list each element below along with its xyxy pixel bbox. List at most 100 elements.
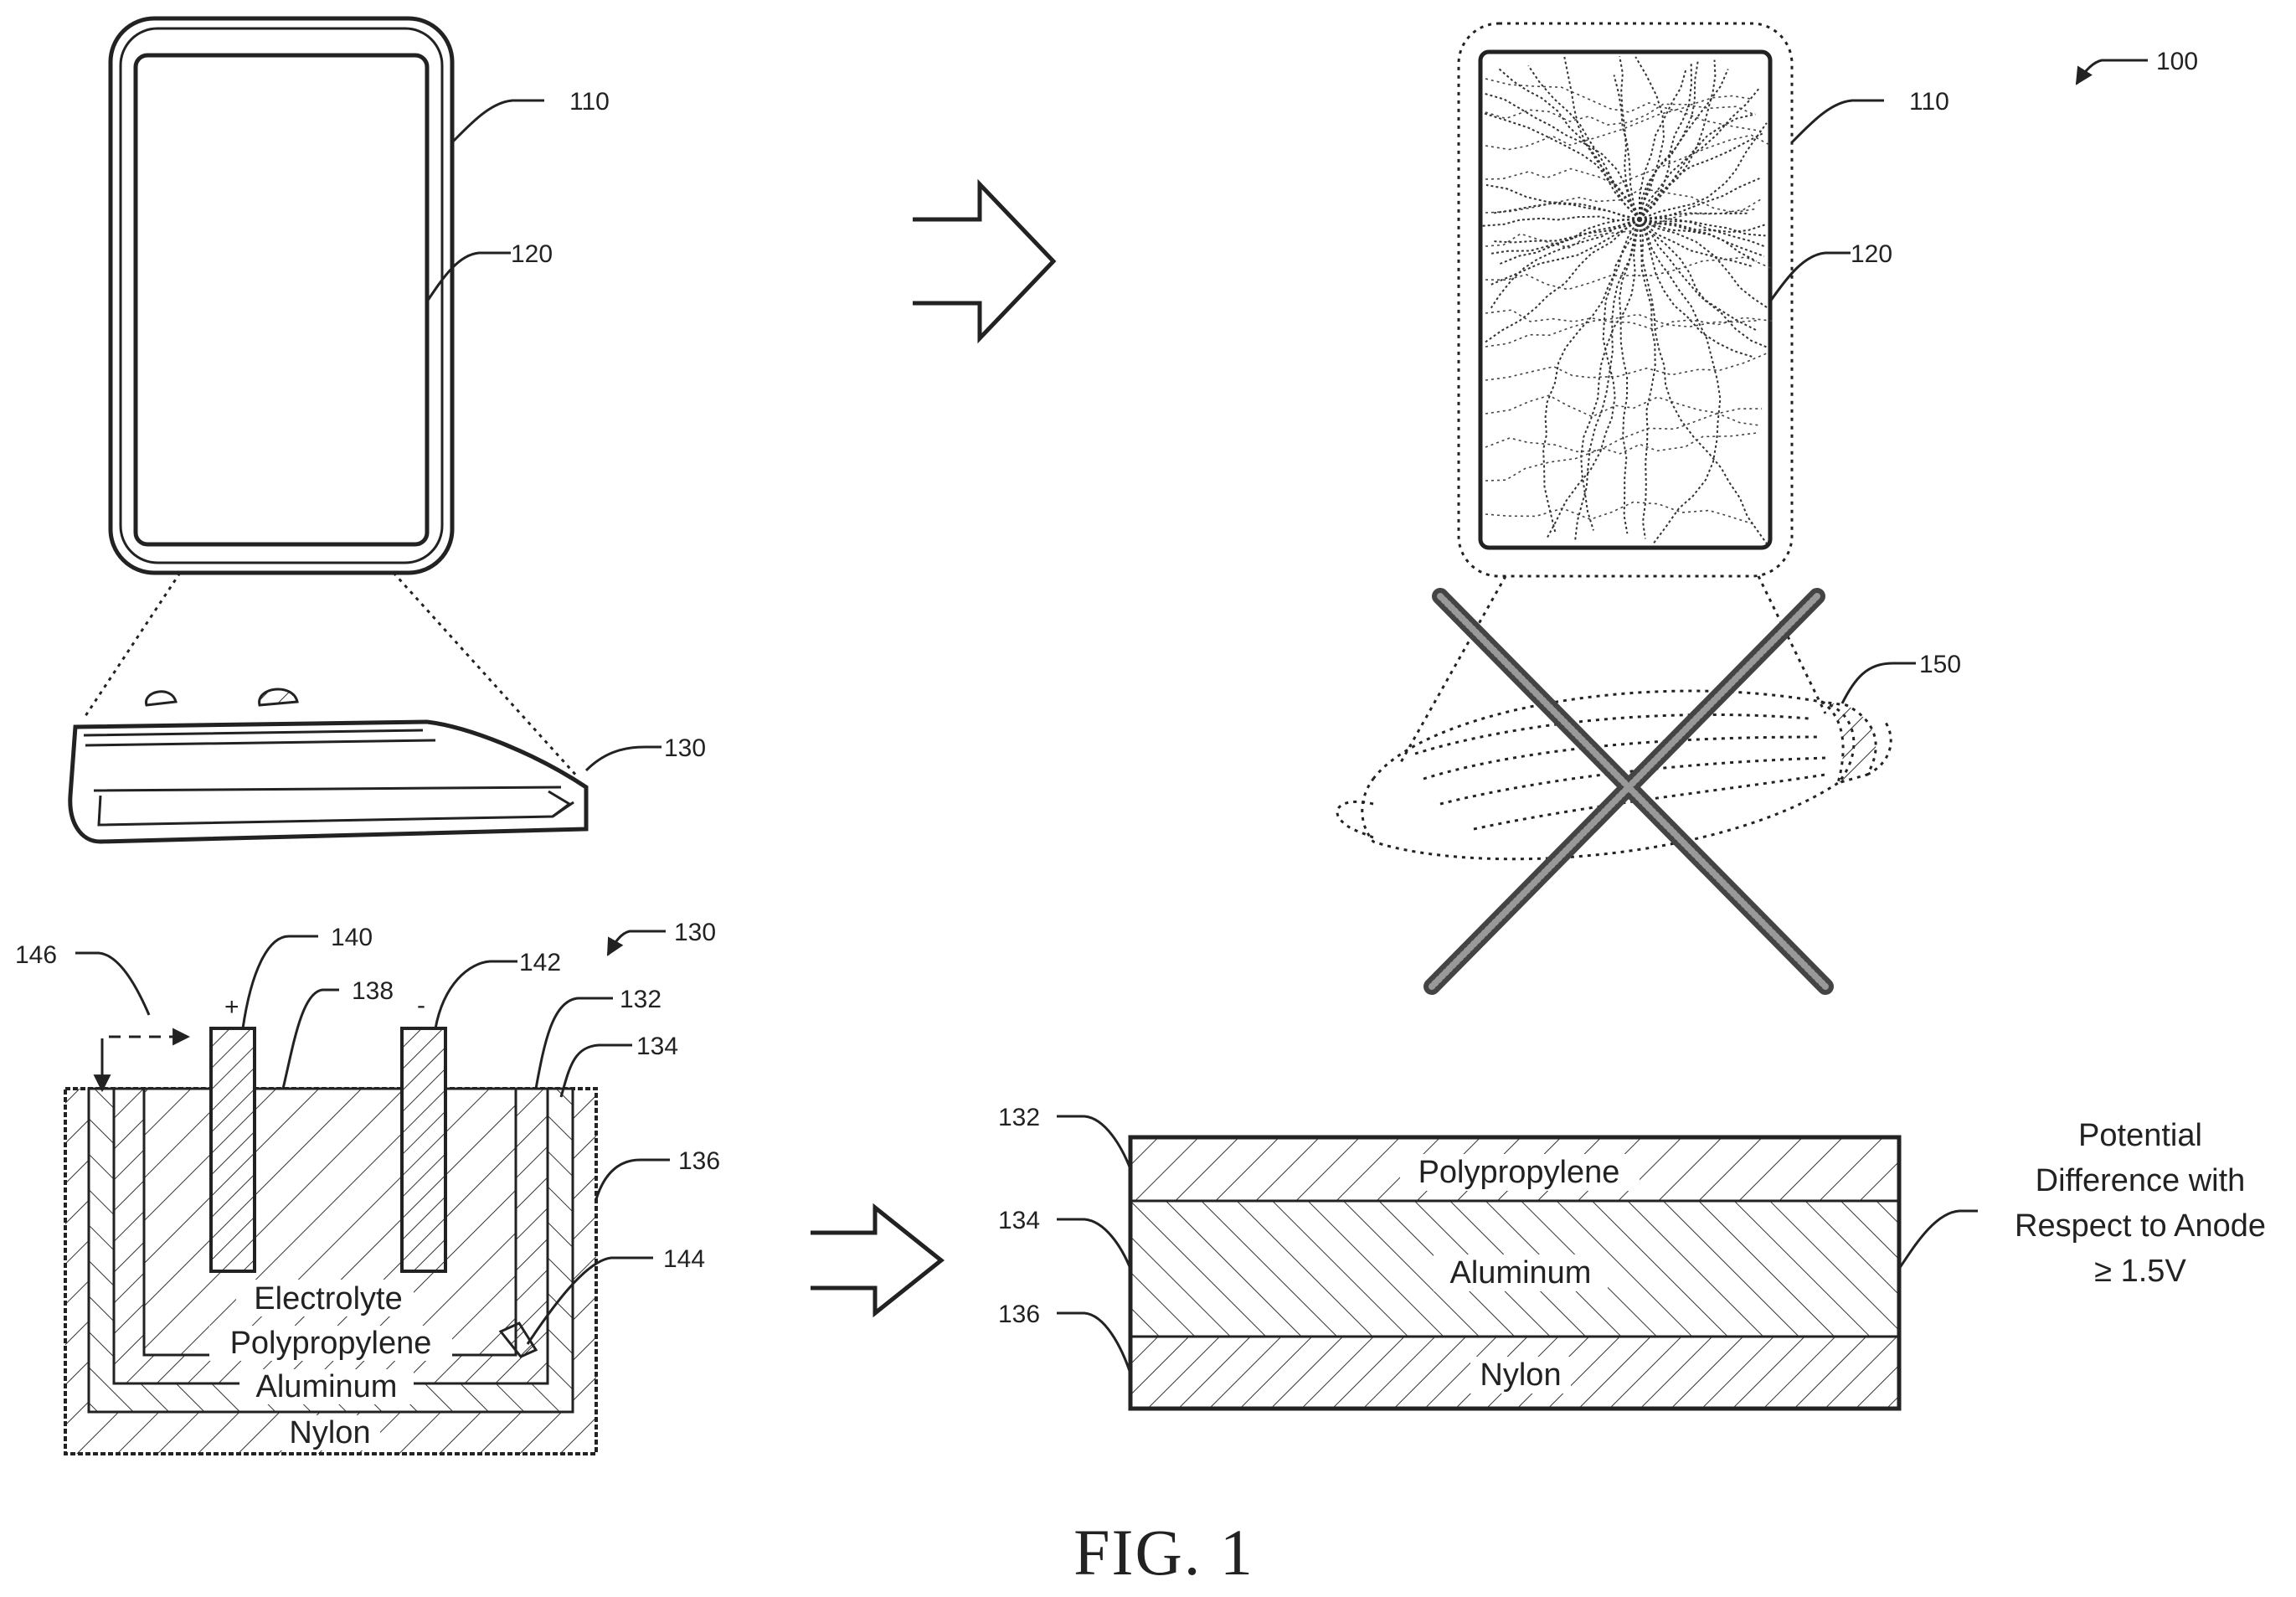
- transition-arrow-bottom: [811, 1208, 941, 1313]
- ref-138: 138: [352, 977, 394, 1005]
- crack-line: [1491, 219, 1640, 254]
- potential-note-line-4: ≥ 1.5V: [2094, 1254, 2186, 1289]
- swollen-battery-end-tab: [1821, 702, 1876, 783]
- crack-line: [1640, 219, 1768, 348]
- crack-line: [1485, 502, 1754, 525]
- potential-note-line-3: Respect to Anode: [2015, 1208, 2266, 1244]
- crack-line: [1619, 219, 1640, 533]
- crack-line: [1547, 219, 1640, 538]
- crack-line: [1640, 63, 1691, 219]
- crack-line: [1640, 134, 1763, 220]
- ref-130-pouch: 130: [664, 734, 706, 762]
- ref-100: 100: [2156, 48, 2198, 75]
- leader-120-right: [1770, 253, 1851, 301]
- ref-150: 150: [1919, 651, 1961, 678]
- crack-line: [1492, 219, 1640, 243]
- swollen-battery-left-tip: [1337, 801, 1373, 837]
- ref-134-stack: 134: [998, 1207, 1040, 1234]
- leader-132-cell: [536, 998, 613, 1089]
- pouch-tab-right: [260, 689, 297, 705]
- pouch-seam-notch: [548, 791, 569, 817]
- cracked-device: [1459, 23, 1792, 576]
- leader-146: [75, 953, 149, 1015]
- leader-140: [243, 936, 318, 1028]
- crack-line: [1640, 123, 1767, 219]
- ref-140: 140: [331, 924, 373, 951]
- crack-line: [1485, 433, 1757, 481]
- ref-136-cell: 136: [678, 1147, 720, 1175]
- leader-136-cell: [596, 1160, 670, 1199]
- crack-line: [1485, 135, 1770, 185]
- crack-line: [1640, 59, 1698, 219]
- stack-label-aluminum: Aluminum: [1450, 1255, 1592, 1290]
- crack-line: [1485, 353, 1767, 380]
- leader-150: [1842, 663, 1916, 703]
- crack-line: [1640, 219, 1655, 538]
- ref-146: 146: [15, 941, 57, 969]
- cell-label-nylon: Nylon: [289, 1415, 370, 1450]
- device-body-inner-edge: [121, 28, 442, 563]
- leader-100: [2077, 60, 2148, 84]
- leader-130-cell: [608, 931, 666, 955]
- terminal-minus-sign: -: [417, 992, 425, 1019]
- crack-line: [1640, 219, 1766, 235]
- transition-arrow: [913, 184, 1053, 338]
- crack-line: [1484, 93, 1640, 219]
- potential-note-line-2: Difference with: [2036, 1163, 2246, 1198]
- leader-134-stack: [1057, 1219, 1130, 1269]
- terminal-positive: [211, 1028, 255, 1271]
- crack-line: [1640, 219, 1753, 266]
- leader-110-left: [452, 100, 544, 142]
- cell-label-electrolyte: Electrolyte: [254, 1281, 402, 1316]
- device-body-outline: [111, 18, 452, 573]
- screen-cracks: [1483, 56, 1773, 543]
- leader-potential-note: [1899, 1211, 1978, 1269]
- leader-138: [283, 990, 339, 1089]
- ref-136-stack: 136: [998, 1301, 1040, 1328]
- crack-line: [1581, 219, 1640, 530]
- pouch-battery: [70, 689, 586, 842]
- leader-110-right: [1792, 100, 1884, 142]
- stack-label-nylon: Nylon: [1480, 1357, 1561, 1393]
- potential-note-line-1: Potential: [2078, 1118, 2202, 1153]
- leader-132-stack: [1057, 1116, 1130, 1169]
- connection-146-to-positive: [102, 1037, 188, 1090]
- crack-line: [1485, 409, 1762, 451]
- crack-line: [1575, 219, 1640, 542]
- leader-136-stack: [1057, 1313, 1130, 1373]
- figure-caption: FIG. 1: [1073, 1516, 1254, 1589]
- ref-134-cell: 134: [636, 1033, 678, 1060]
- crack-line: [1640, 219, 1767, 543]
- pouch-inner-edge: [99, 796, 574, 825]
- leader-130-pouch: [586, 747, 662, 770]
- terminal-plus-sign: +: [224, 993, 239, 1021]
- crack-line: [1484, 113, 1640, 219]
- crack-line: [1640, 219, 1757, 261]
- crack-line: [1485, 79, 1753, 114]
- crack-line: [1493, 203, 1640, 219]
- leader-142: [435, 961, 517, 1028]
- crack-line: [1485, 219, 1640, 343]
- projection-line-right: [394, 573, 578, 777]
- cell-cross-section: Electrolyte Polypropylene Aluminum Nylon: [65, 1028, 596, 1454]
- ref-132-stack: 132: [998, 1104, 1040, 1131]
- ref-120-left: 120: [511, 240, 553, 268]
- ref-130-cell: 130: [674, 919, 716, 946]
- cell-label-aluminum: Aluminum: [256, 1369, 398, 1404]
- ref-144: 144: [663, 1245, 705, 1273]
- projection-line-left: [84, 573, 180, 719]
- ref-142: 142: [519, 949, 561, 976]
- laminate-stack: Polypropylene Aluminum Nylon: [1130, 1137, 1899, 1409]
- device-screen: [136, 55, 427, 544]
- crack-line: [1485, 96, 1753, 126]
- ref-110-right: 110: [1909, 88, 1949, 116]
- leader-120-left: [427, 253, 511, 301]
- crack-line: [1485, 188, 1756, 213]
- crack-line: [1640, 219, 1765, 233]
- pouch-tab-left: [147, 692, 176, 705]
- intact-device: [111, 18, 452, 573]
- ref-132-cell: 132: [620, 986, 662, 1013]
- crack-line: [1543, 219, 1640, 534]
- ref-120-right: 120: [1851, 240, 1892, 268]
- cell-label-polypropylene: Polypropylene: [230, 1326, 432, 1361]
